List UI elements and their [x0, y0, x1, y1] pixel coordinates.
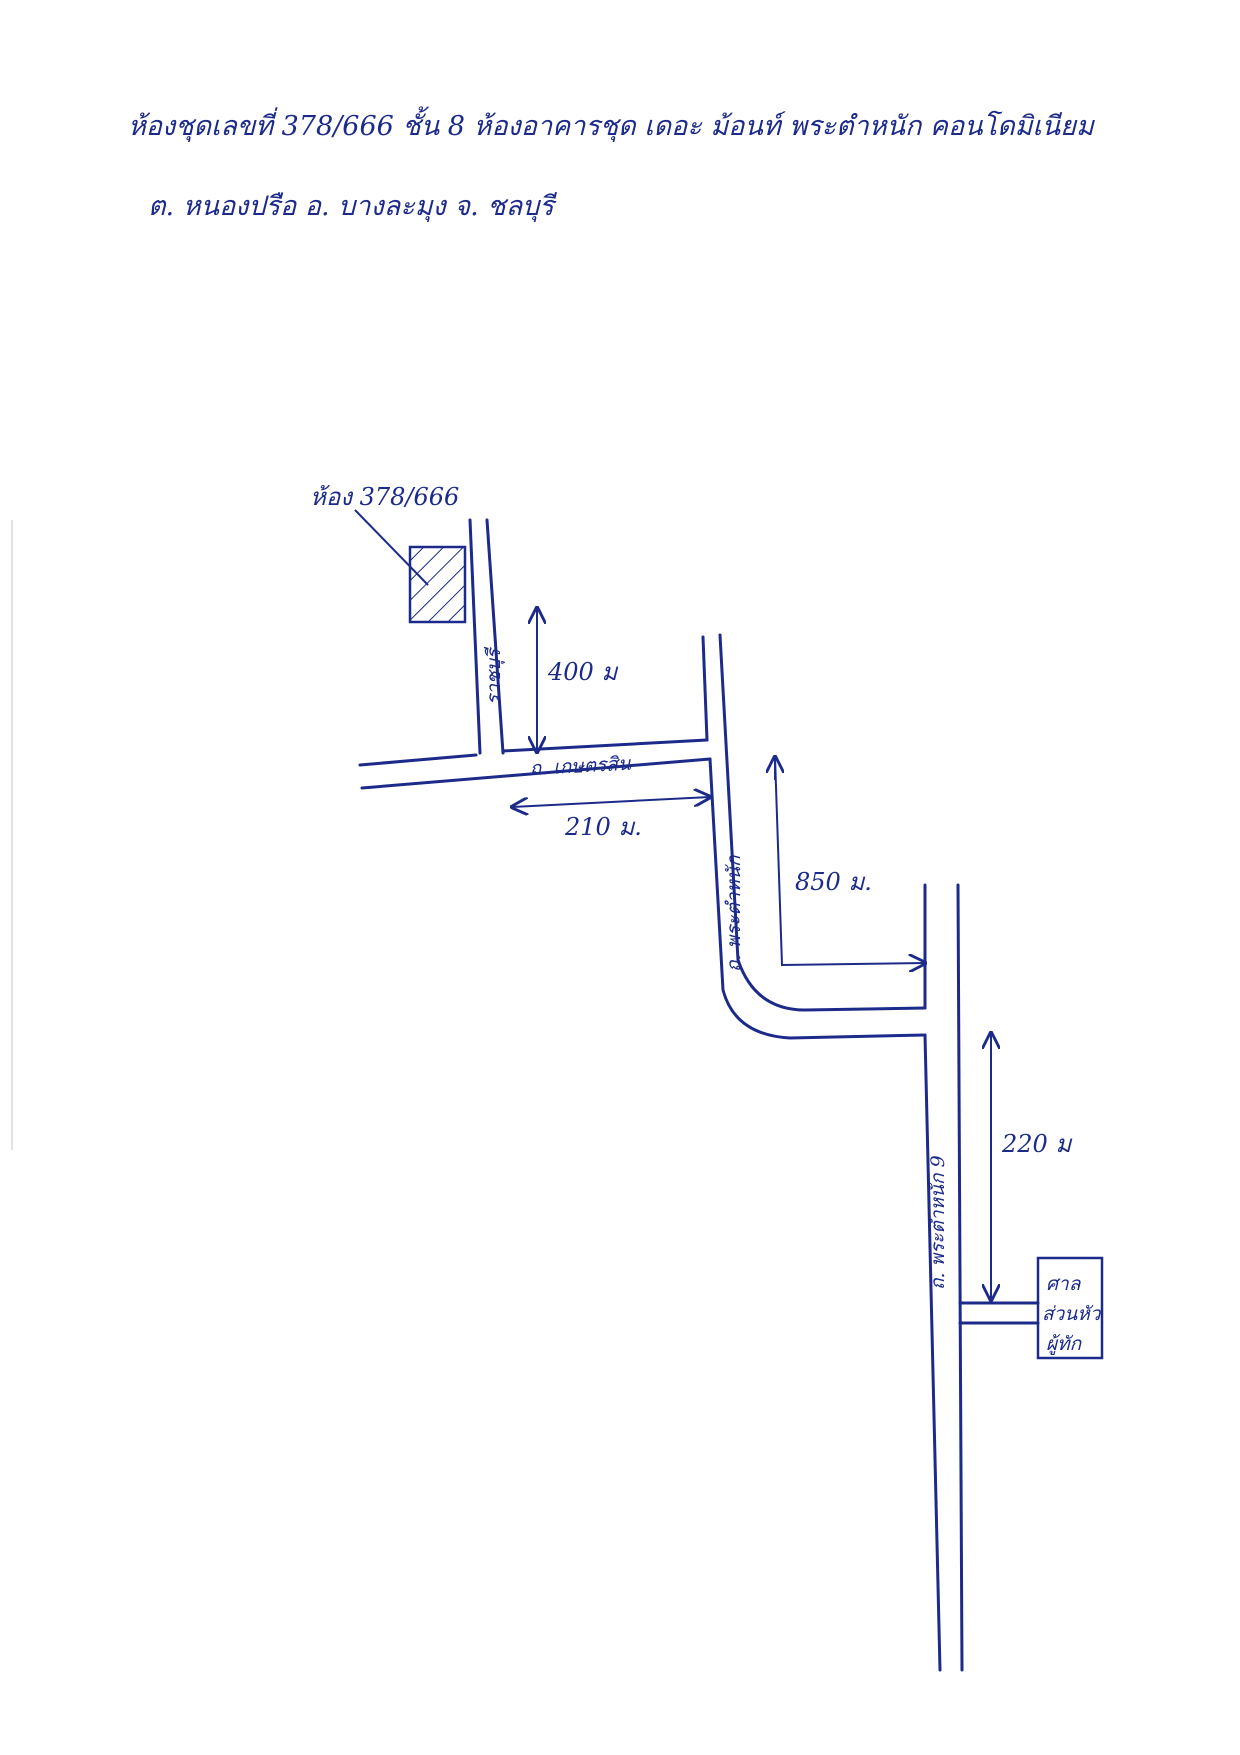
- road-rachaburi-right-edge: [485, 518, 505, 755]
- distance-arrow-210: [512, 797, 710, 807]
- distance-850: 850 ม.: [795, 868, 872, 896]
- landmark-line-1: ศาล: [1046, 1273, 1082, 1295]
- road-pt9-left-edge: [923, 1033, 942, 1672]
- road-phratamnak-right-edge: [718, 633, 927, 1012]
- landmark-box: [1036, 1256, 1104, 1360]
- landmark-line-2: ส่วนหัว: [1042, 1303, 1102, 1325]
- road-phratamnak-left-edge: [708, 757, 927, 1040]
- distance-220: 220 ม: [1001, 1130, 1072, 1158]
- road-phratamnak-top-left-edge: [701, 635, 709, 742]
- distance-210: 210 ม.: [564, 813, 642, 841]
- address-line-2: ต. หนองปรือ อ. บางละมุง จ. ชลบุรี: [148, 191, 554, 222]
- road-pt9-right-edge: [956, 883, 964, 1672]
- condo-building: [408, 545, 467, 624]
- landmark-line-3: ผู้ทัก: [1046, 1333, 1083, 1355]
- road-label-kasetsin: ถ. เกษตรสิน: [529, 753, 632, 780]
- road-kasetsin-top-right-edge: [501, 738, 709, 753]
- unit-leader-line: [354, 509, 429, 586]
- address-line-1: ห้องชุดเลขที่ 378/666 ชั้น 8 ห้องอาคารชุ…: [128, 111, 1094, 142]
- unit-label: ห้อง 378/666: [310, 483, 459, 511]
- road-label-phratamnak-9: ถ. พระตำหนัก 9: [927, 1155, 949, 1290]
- road-kasetsin-bottom-edge: [360, 757, 712, 790]
- road-label-rachaburi: ราชบุรี: [483, 646, 505, 705]
- road-kasetsin-top-left-edge: [358, 753, 478, 767]
- distance-400: 400 ม: [547, 658, 618, 686]
- distance-arrow-850: [774, 756, 925, 965]
- road-label-phratamnak: ถ. พระตำหนัก: [723, 854, 745, 972]
- road-rachaburi-left-edge: [468, 518, 482, 755]
